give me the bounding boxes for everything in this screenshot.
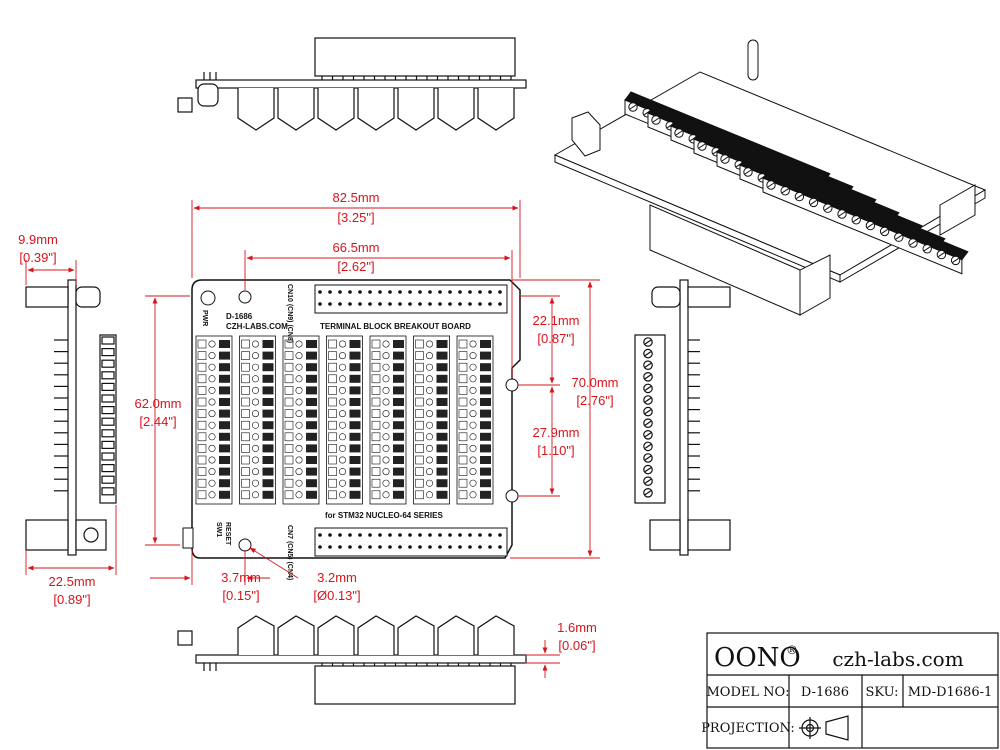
brand-registered-mark: ® <box>786 643 798 657</box>
cn-top-label: CN10 (CN9) (CN8) <box>286 284 293 343</box>
model-no-value: D-1686 <box>801 685 849 700</box>
board-series-label: for STM32 NUCLEO-64 SERIES <box>325 511 443 520</box>
brand-site: czh-labs.com <box>832 647 963 671</box>
mount-hole-top-left <box>238 290 252 304</box>
side-depth-in-label: [0.89"] <box>53 592 90 607</box>
width-mm-label: 82.5mm <box>333 190 380 205</box>
mount-hole-right-top <box>505 378 519 392</box>
mount-hole-bottom-left <box>238 538 252 552</box>
left-side-view <box>25 279 117 556</box>
projection-label: PROJECTION: <box>701 721 795 736</box>
isometric-view <box>553 39 987 316</box>
right-side-view <box>634 279 731 556</box>
brand-name: OONO <box>714 643 801 673</box>
side-depth-mm-label: 22.5mm <box>49 574 96 589</box>
pcb-thickness-mm-label: 1.6mm <box>557 620 597 635</box>
hole-dia-mm-label: 3.2mm <box>317 570 357 585</box>
height-mm-label: 62.0mm <box>135 396 182 411</box>
sku-label: SKU: <box>865 685 898 700</box>
total-mm-label: 70.0mm <box>572 375 619 390</box>
hole-dia-in-label: [Ø0.13"] <box>313 588 360 603</box>
holes-in-label: [2.62"] <box>337 259 374 274</box>
board-model-label: D-1686 <box>226 312 253 321</box>
board-title-label: TERMINAL BLOCK BREAKOUT BOARD <box>320 322 471 331</box>
dimensions <box>25 200 600 678</box>
hole-gap-in-label: [1.10"] <box>537 443 574 458</box>
side-width-in-label: [0.39"] <box>19 250 56 265</box>
title-block <box>706 632 999 749</box>
bottom-side-view <box>177 615 527 705</box>
sku-value: MD-D1686-1 <box>908 685 993 700</box>
top-offset-mm-label: 22.1mm <box>533 313 580 328</box>
top-side-view <box>177 37 527 131</box>
side-width-mm-label: 9.9mm <box>18 232 58 247</box>
hole-gap-mm-label: 27.9mm <box>533 425 580 440</box>
cn-bottom-label: CN7 (CN5) (CN4) <box>286 525 293 580</box>
reset-label: RESET <box>224 522 231 546</box>
pwr-label: PWR <box>201 310 208 326</box>
top-offset-in-label: [0.87"] <box>537 331 574 346</box>
hole-offset-in-label: [0.15"] <box>222 588 259 603</box>
holes-mm-label: 66.5mm <box>333 240 380 255</box>
height-in-label: [2.44"] <box>139 414 176 429</box>
hole-offset-mm-label: 3.7mm <box>221 570 261 585</box>
mount-hole-right-bottom <box>505 489 519 503</box>
model-no-label: MODEL NO: <box>706 685 789 700</box>
total-in-label: [2.76"] <box>576 393 613 408</box>
board-site-label: CZH-LABS.COM <box>226 322 288 331</box>
pcb-thickness-in-label: [0.06"] <box>558 638 595 653</box>
width-in-label: [3.25"] <box>337 210 374 225</box>
main-board: D-1686 CZH-LABS.COM TERMINAL BLOCK BREAK… <box>182 279 521 580</box>
sw1-label: SW1 <box>215 522 222 537</box>
